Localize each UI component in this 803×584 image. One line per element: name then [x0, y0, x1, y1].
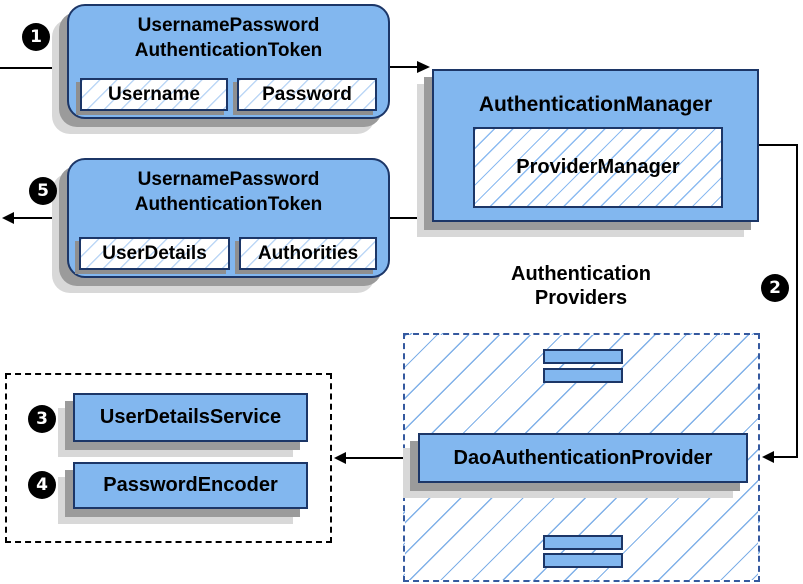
- provider-manager-box: ProviderManager: [473, 127, 723, 208]
- password-encoder-box: PasswordEncoder: [73, 462, 308, 509]
- request-token-title-line2: AuthenticationToken: [134, 40, 323, 61]
- provider-stack-bar-1: [543, 349, 623, 364]
- userdetails-field: UserDetails: [79, 237, 230, 270]
- provider-stack-bar-2: [543, 368, 623, 383]
- response-token-title-line2: AuthenticationToken: [134, 194, 323, 215]
- step-4-badge: 4: [28, 471, 56, 499]
- request-token-box: UsernamePassword AuthenticationToken Use…: [67, 4, 390, 119]
- username-field: Username: [80, 78, 228, 111]
- response-token-out-arrow: [2, 212, 67, 224]
- provider-stack-bar-3: [543, 535, 623, 550]
- request-token-title: UsernamePassword AuthenticationToken: [69, 6, 388, 63]
- password-field: Password: [237, 78, 377, 111]
- provider-stack-bar-4: [543, 553, 623, 568]
- request-token-title-line1: UsernamePassword: [137, 15, 320, 36]
- authentication-manager-box: AuthenticationManager ProviderManager: [432, 69, 759, 222]
- response-token-box: UsernamePassword AuthenticationToken Use…: [67, 158, 390, 278]
- token-to-manager-arrow: [390, 61, 430, 73]
- manager-to-provider-arrow: [759, 144, 798, 463]
- authentication-providers-heading: Authentication Providers: [431, 262, 731, 310]
- dao-authentication-provider-box: DaoAuthenticationProvider: [418, 433, 748, 483]
- response-token-title: UsernamePassword AuthenticationToken: [69, 160, 388, 217]
- response-token-title-line1: UsernamePassword: [137, 169, 320, 190]
- providers-heading-line2: Providers: [534, 287, 628, 309]
- step-1-badge: 1: [22, 23, 50, 51]
- providers-heading-line1: Authentication: [511, 263, 651, 285]
- user-details-service-box: UserDetailsService: [73, 393, 308, 442]
- step-3-badge: 3: [28, 405, 56, 433]
- step-2-badge: 2: [761, 274, 789, 302]
- services-group-box: [5, 373, 332, 543]
- authentication-manager-title: AuthenticationManager: [478, 93, 713, 116]
- step-5-badge: 5: [29, 177, 57, 205]
- authorities-field: Authorities: [239, 237, 377, 270]
